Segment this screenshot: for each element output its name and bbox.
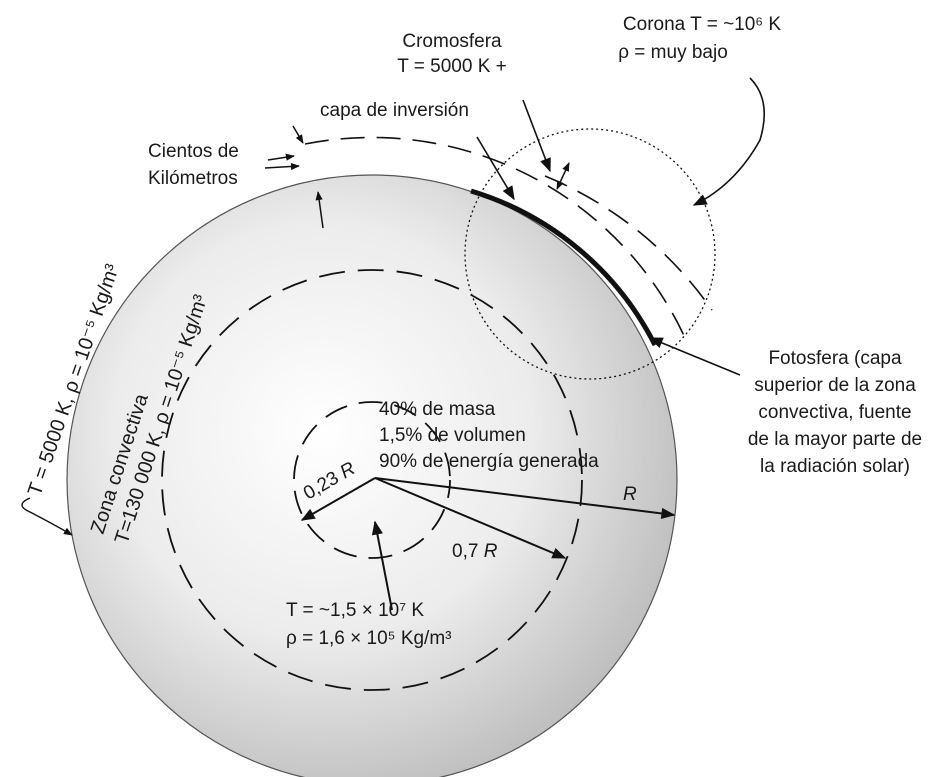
photosphere-arc [470, 188, 658, 347]
corona-label-line2: ρ = muy bajo [618, 42, 728, 63]
photosphere-label-line4: de la mayor parte de [748, 429, 922, 450]
radius-023R-arrow [300, 477, 376, 521]
cientos-arrow-left [267, 153, 295, 161]
cientos-arrow-mid [264, 162, 300, 171]
radius-R-label: R [623, 484, 637, 505]
chromosphere-label-line2: T = 5000 K + [397, 56, 507, 77]
photosphere-label-line1: Fotosfera (capa [768, 348, 901, 369]
chromosphere-arc [304, 136, 687, 341]
corona-magnifier-circle [464, 128, 716, 380]
sun-disk [66, 174, 678, 777]
hundreds-km-label-line2: Kilómetros [148, 168, 238, 189]
core-boundary [293, 401, 451, 559]
core-temp-pointer [371, 520, 393, 611]
core-density-label: ρ = 1,6 × 10⁵ Kg/m³ [286, 628, 452, 649]
core-volume-label: 1,5% de volumen [379, 425, 526, 446]
chromosphere-thickness-arrow [556, 162, 570, 190]
surface-conditions-pointer [21, 497, 73, 536]
photosphere-pointer [648, 337, 741, 376]
hundreds-km-label-line1: Cientos de [148, 141, 239, 162]
core-temperature-label: T = ~1,5 × 10⁷ K [286, 600, 424, 621]
inversion-layer-label: capa de inversión [320, 100, 469, 121]
radius-R-arrow [374, 477, 676, 520]
chromosphere-pointer [522, 99, 551, 173]
inversion-pointer [476, 136, 515, 201]
core-mass-label: 40% de masa [379, 399, 496, 420]
photosphere-label-line5: la radiación solar) [760, 456, 910, 477]
photosphere-label-line2: superior de la zona [754, 375, 916, 396]
radius-07R-label: 0,7 R [452, 541, 498, 562]
radius-07R-arrow [374, 477, 567, 559]
convective-zone-boundary [161, 269, 583, 691]
core-energy-label: 90% de energía generada [379, 451, 599, 472]
cientos-arrow-top [292, 125, 304, 144]
photosphere-label-line3: convectiva, fuente [758, 402, 911, 423]
corona-arc [544, 175, 713, 311]
corona-label-line1: Corona T = ~10⁶ K [623, 14, 781, 35]
corona-pointer [692, 77, 766, 206]
chromosphere-label-line1: Cromosfera [402, 31, 502, 52]
cientos-arrow-bottom [315, 191, 324, 229]
